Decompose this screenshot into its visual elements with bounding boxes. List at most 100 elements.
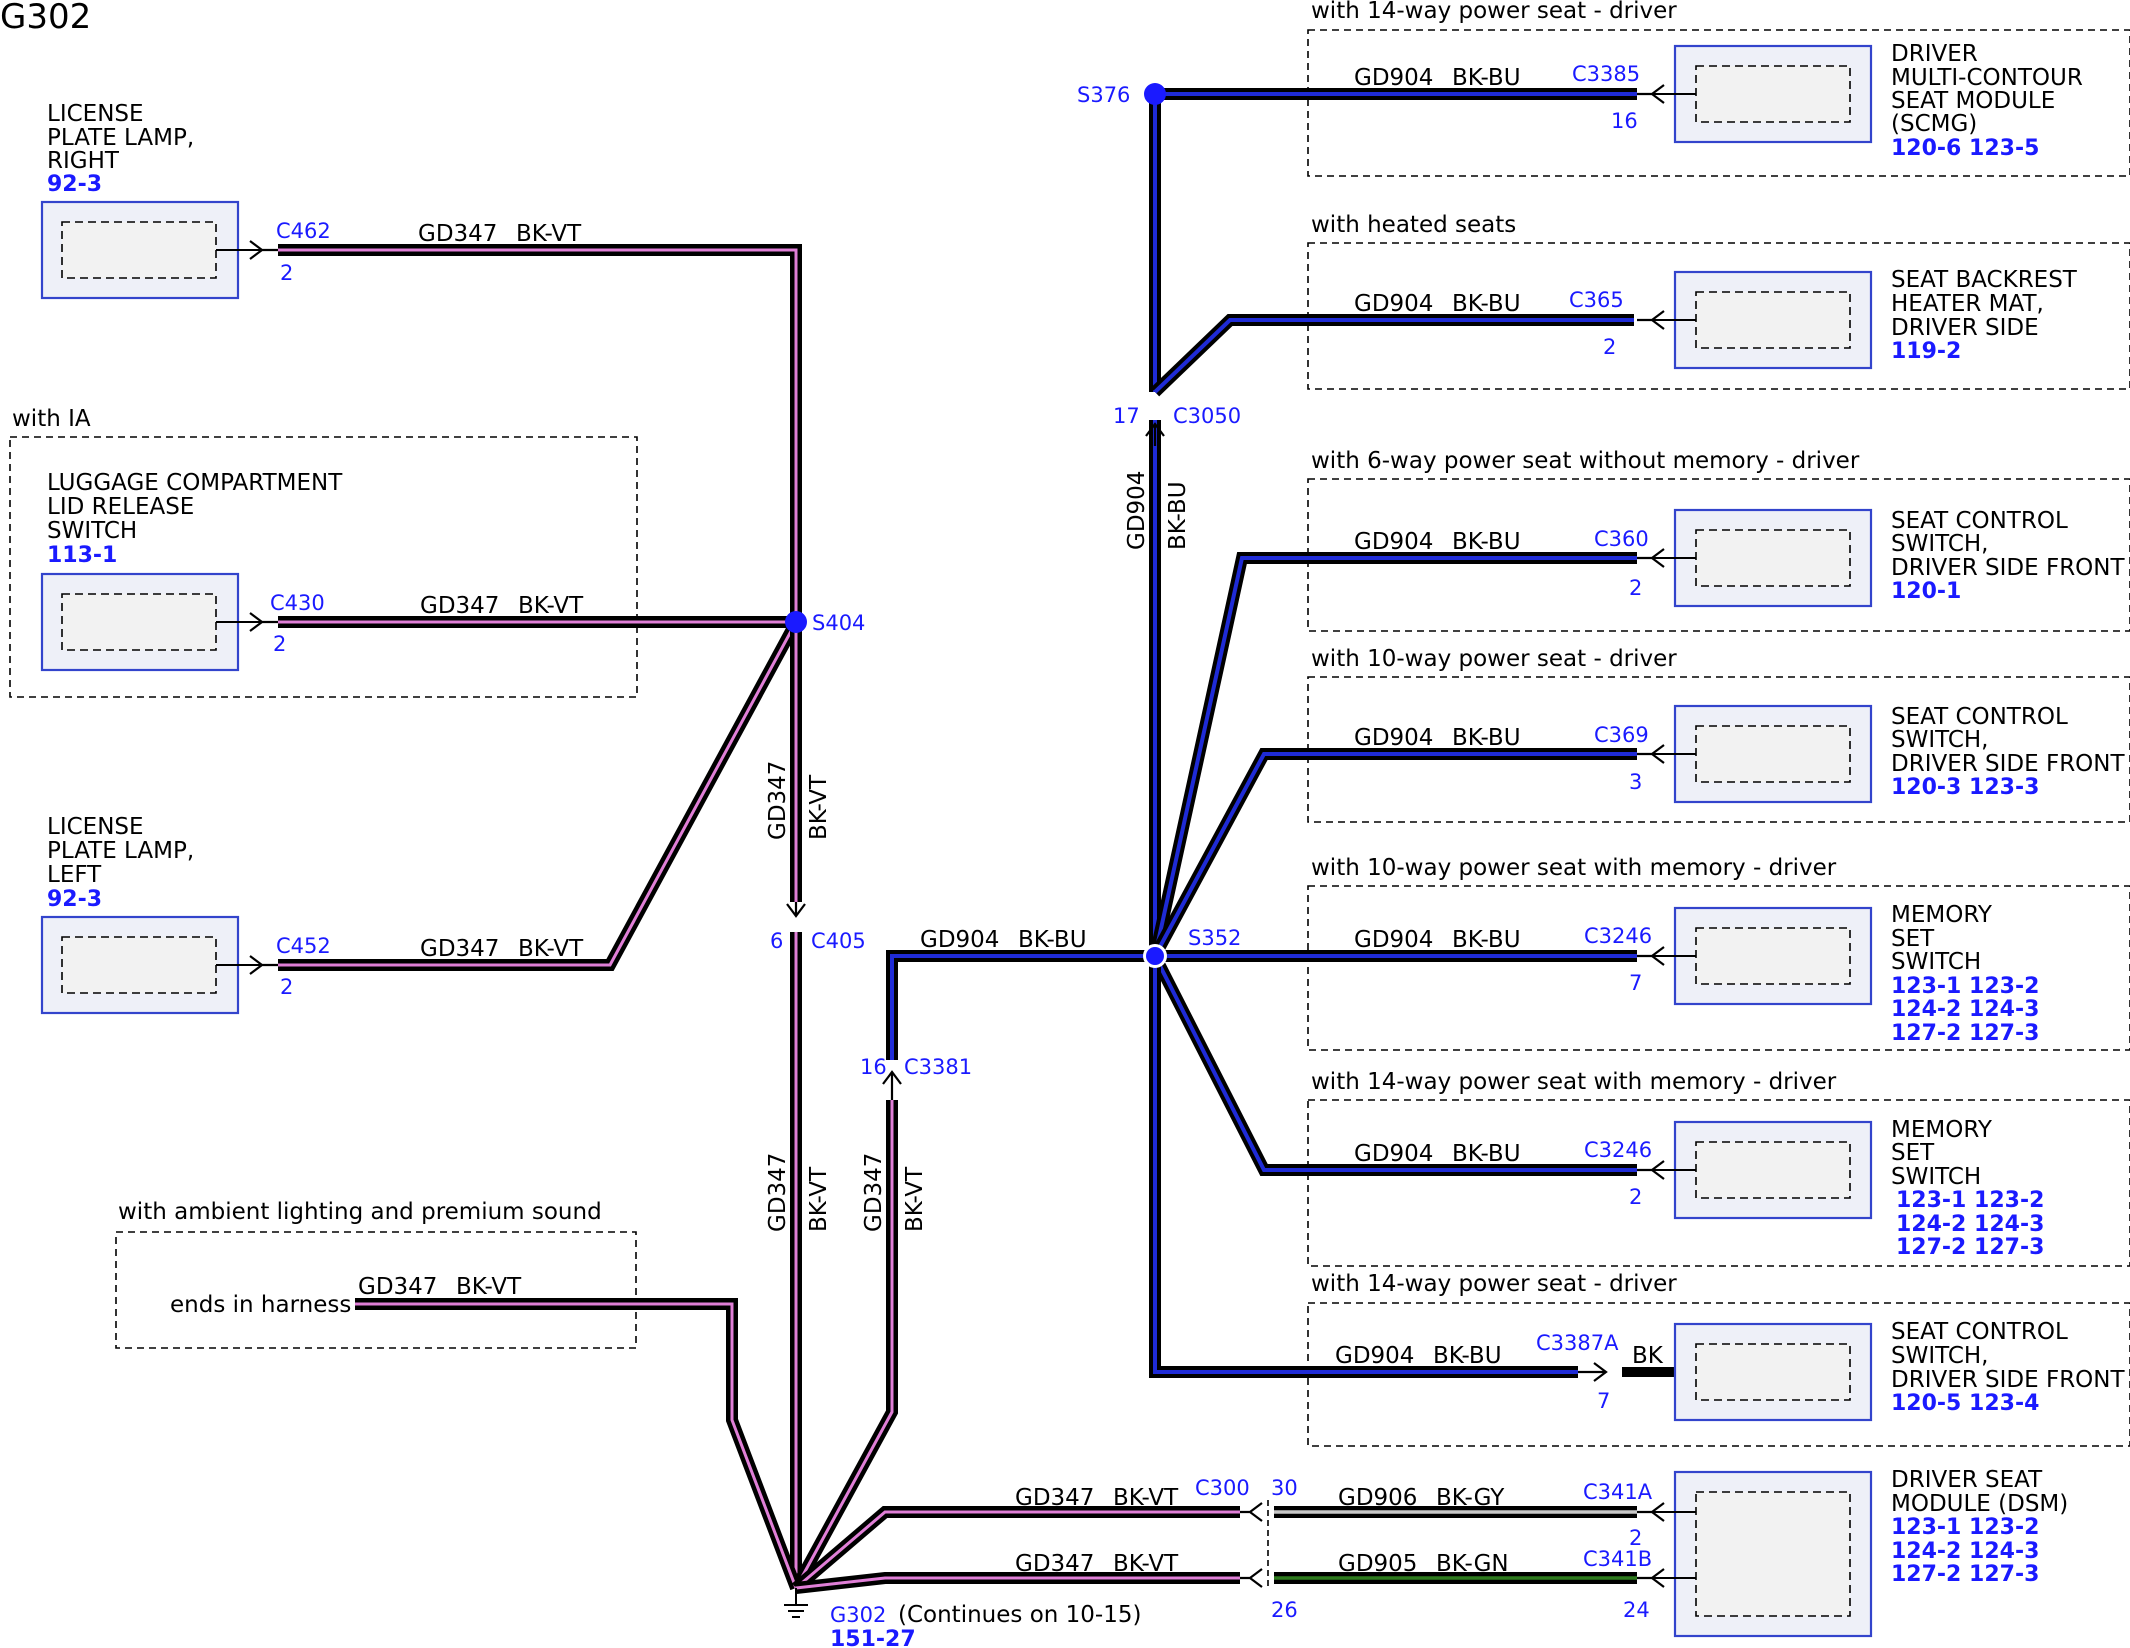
connector-pin-c462 [249, 240, 278, 260]
wire-label-gd905: GD905 BK-GN [1338, 1551, 1509, 1577]
component-memory-set-switch-1[interactable] [1652, 906, 1873, 1006]
svg-text:113-1: 113-1 [47, 543, 117, 568]
svg-text:MULTI-CONTOUR: MULTI-CONTOUR [1891, 65, 2083, 91]
component-seat-control-switch-5[interactable] [1673, 1322, 1873, 1422]
condition-label: with ambient lighting and premium sound [118, 1199, 602, 1225]
svg-text:GD347: GD347 [420, 593, 499, 619]
svg-text:GD347: GD347 [358, 1274, 437, 1300]
component-driver-seat-module[interactable] [1652, 1470, 1873, 1638]
connector-label-c430: C430 [270, 591, 325, 615]
svg-text:GD347: GD347 [420, 936, 499, 962]
wire-label-c3246b: GD904 BK-BU [1354, 1141, 1521, 1167]
pin-number-c3381: 16 [860, 1055, 887, 1079]
svg-text:SEAT BACKREST: SEAT BACKREST [1891, 267, 2078, 293]
pin-number-c369: 3 [1629, 770, 1642, 794]
condition-label: with IA [12, 406, 91, 432]
component-luggage-release-switch[interactable] [40, 572, 260, 672]
ground-note: (Continues on 10-15) [898, 1602, 1141, 1628]
wire-gd347-c300-top [792, 1506, 1240, 1593]
svg-text:120-6 123-5: 120-6 123-5 [1891, 136, 2039, 161]
svg-text:LICENSE: LICENSE [47, 101, 144, 127]
svg-text:BK-VT: BK-VT [518, 593, 584, 619]
component-scmg[interactable] [1652, 44, 1873, 144]
splice-label-s352: S352 [1188, 926, 1241, 950]
svg-text:GD904: GD904 [1354, 65, 1433, 91]
wire-label-c452: GD347 BK-VT [420, 936, 584, 962]
connector-label-c341a: C341A [1583, 1480, 1653, 1504]
svg-text:92-3: 92-3 [47, 887, 102, 912]
svg-text:LUGGAGE COMPARTMENT: LUGGAGE COMPARTMENT [47, 470, 343, 496]
wire-gd904-c3381-s352 [886, 950, 1155, 1060]
svg-text:124-2 124-3: 124-2 124-3 [1896, 1212, 2044, 1237]
pin-number-c365: 2 [1603, 335, 1616, 359]
component-seat-backrest-heater[interactable] [1652, 270, 1873, 370]
pin-number-c3246b: 2 [1629, 1185, 1642, 1209]
wire-label-c369: GD904 BK-BU [1354, 725, 1521, 751]
svg-text:BK-BU: BK-BU [1018, 927, 1087, 953]
svg-text:SWITCH,: SWITCH, [1891, 727, 1989, 753]
ground-label: G302 [830, 1603, 886, 1627]
condition-label: with 14-way power seat with memory - dri… [1311, 1069, 1837, 1095]
connector-label-c369: C369 [1594, 723, 1649, 747]
connector-label-c3387a: C3387A [1536, 1331, 1619, 1355]
component-seat-control-switch-3[interactable] [1652, 704, 1873, 804]
component-license-plate-lamp-right[interactable] [40, 200, 260, 300]
svg-text:124-2 124-3: 124-2 124-3 [1891, 997, 2039, 1022]
connector-label-c365: C365 [1569, 288, 1624, 312]
wire-gd904-s352-c360 [1149, 552, 1637, 958]
svg-text:SWITCH: SWITCH [1891, 1164, 1981, 1190]
svg-text:DRIVER SIDE: DRIVER SIDE [1891, 315, 2039, 341]
svg-text:127-2 127-3: 127-2 127-3 [1891, 1021, 2039, 1046]
svg-text:BK-VT: BK-VT [516, 221, 582, 247]
label-memory-set-switch-2: MEMORY SET SWITCH 123-1 123-2 124-2 124-… [1891, 1117, 2044, 1260]
svg-text:127-2 127-3: 127-2 127-3 [1896, 1235, 2044, 1260]
pin-number-c462: 2 [280, 261, 293, 285]
svg-text:LEFT: LEFT [47, 862, 102, 888]
svg-text:120-3 123-3: 120-3 123-3 [1891, 775, 2039, 800]
svg-text:SEAT CONTROL: SEAT CONTROL [1891, 1319, 2068, 1345]
svg-text:123-1 123-2: 123-1 123-2 [1891, 974, 2039, 999]
wire-label-c300-bottom: GD347 BK-VT [1015, 1551, 1179, 1577]
svg-text:MEMORY: MEMORY [1891, 1117, 1993, 1143]
svg-text:MODULE (DSM): MODULE (DSM) [1891, 1491, 2068, 1517]
connector-pin-c405 [786, 902, 806, 918]
wire-label-bk: BK [1632, 1343, 1664, 1369]
svg-text:PLATE LAMP,: PLATE LAMP, [47, 125, 194, 151]
component-license-plate-lamp-left[interactable] [40, 915, 260, 1015]
svg-text:GD904: GD904 [920, 927, 999, 953]
svg-text:BK-VT: BK-VT [806, 1166, 832, 1232]
svg-text:BK-GY: BK-GY [1436, 1485, 1505, 1511]
connector-pin-c341b [1637, 1568, 1665, 1588]
wire-label-ambient: GD347 BK-VT [358, 1274, 522, 1300]
svg-text:GD347: GD347 [418, 221, 497, 247]
svg-text:DRIVER: DRIVER [1891, 41, 1978, 67]
svg-text:BK-BU: BK-BU [1452, 65, 1521, 91]
label-license-plate-lamp-left: LICENSE PLATE LAMP, LEFT 92-3 [47, 814, 194, 912]
component-seat-control-switch-1[interactable] [1652, 508, 1873, 608]
wire-gd904-c3050-c365 [1150, 314, 1634, 397]
svg-text:SEAT CONTROL: SEAT CONTROL [1891, 508, 2068, 534]
svg-text:119-2: 119-2 [1891, 339, 1961, 364]
wire-gd347-ambient-g302 [355, 1298, 802, 1591]
wire-label-c3381-s352: GD904 BK-BU [920, 927, 1087, 953]
svg-text:BK-VT: BK-VT [518, 936, 584, 962]
svg-text:HEATER MAT,: HEATER MAT, [1891, 291, 2044, 317]
wire-label-c430: GD347 BK-VT [420, 593, 584, 619]
svg-text:GD904: GD904 [1354, 927, 1433, 953]
svg-text:BK-VT: BK-VT [902, 1166, 928, 1232]
svg-text:120-1: 120-1 [1891, 579, 1961, 604]
label-driver-seat-module: DRIVER SEAT MODULE (DSM) 123-1 123-2 124… [1891, 1467, 2068, 1587]
connector-pin-c341a [1637, 1502, 1665, 1522]
wire-label-c3050-s352-vertical: GD904 BK-BU [1124, 471, 1191, 550]
connector-pin-c3050 [1145, 422, 1165, 446]
splice-label-s376: S376 [1077, 83, 1130, 107]
label-scmg: DRIVER MULTI-CONTOUR SEAT MODULE (SCMG) … [1891, 41, 2083, 161]
component-memory-set-switch-2[interactable] [1652, 1120, 1873, 1220]
connector-pin-c452 [249, 955, 278, 975]
ground-symbol [784, 1588, 808, 1618]
wire-label-c462: GD347 BK-VT [418, 221, 582, 247]
connector-pin-c3246a [1637, 946, 1665, 966]
connector-pin-c369 [1637, 744, 1665, 764]
wire-label-c365: GD904 BK-BU [1354, 291, 1521, 317]
svg-text:GD904: GD904 [1335, 1343, 1414, 1369]
